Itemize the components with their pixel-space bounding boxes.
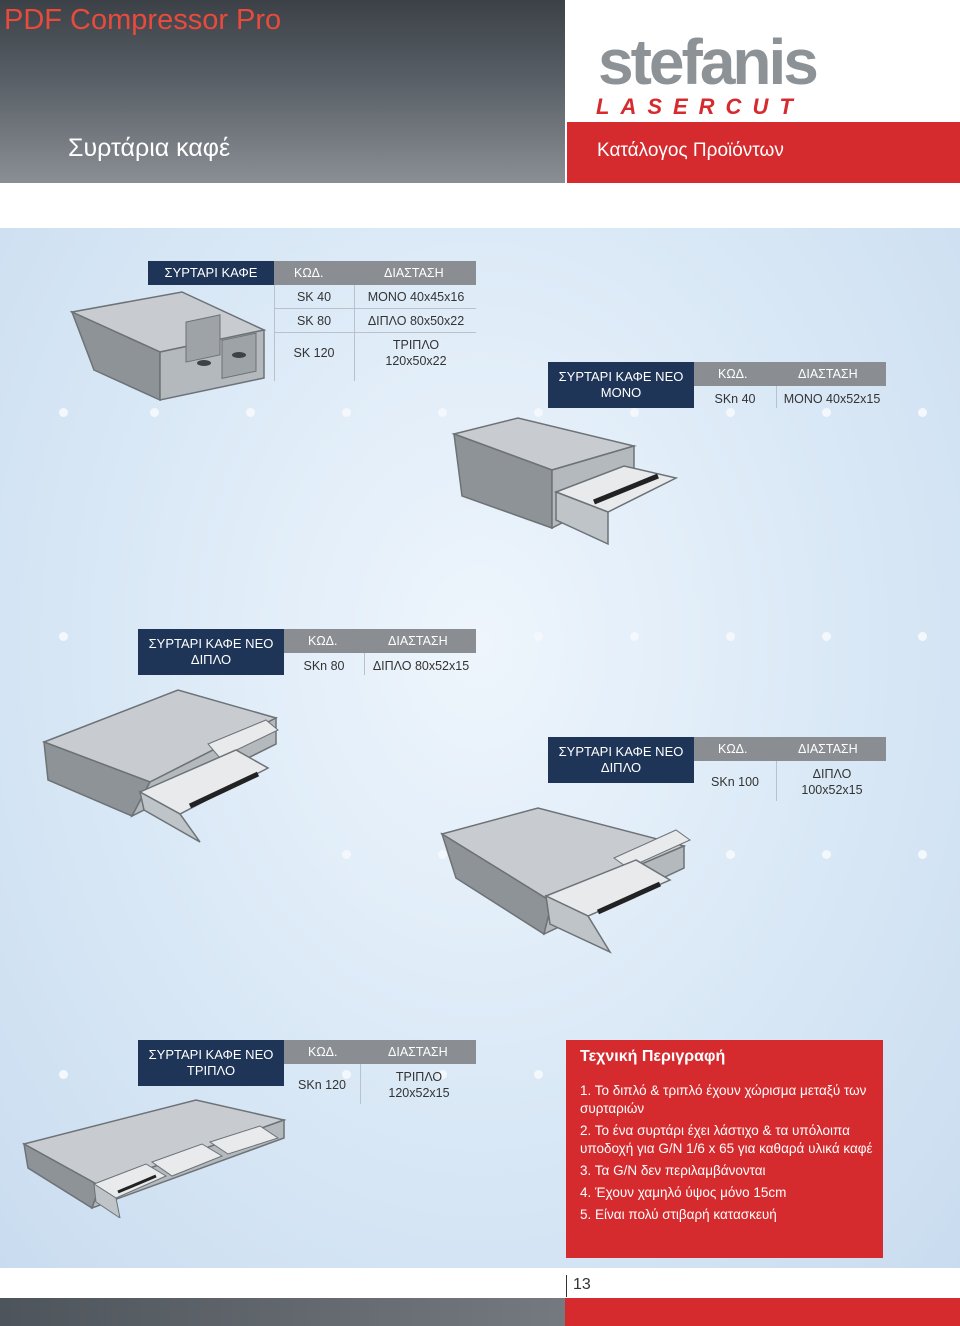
table-header-skn80: ΚΩΔ. ΔΙΑΣΤΑΣΗ — [284, 629, 476, 653]
page-number: 13 — [573, 1276, 591, 1293]
list-item: 1. Το διπλό & τριπλό έχουν χώρισμα μεταξ… — [580, 1083, 867, 1116]
col-code: ΚΩΔ. — [718, 742, 748, 756]
table-cell-code: SK 80 — [296, 314, 332, 328]
table-cell-code: SKn 40 — [714, 392, 756, 406]
footer-red-band — [565, 1298, 960, 1326]
table-header-skn100: ΚΩΔ. ΔΙΑΣΤΑΣΗ — [694, 737, 886, 761]
table-cell-code: SKn 120 — [298, 1078, 346, 1092]
product-image-skn100 — [440, 807, 691, 954]
col-dim: ΔΙΑΣΤΑΣΗ — [388, 634, 448, 648]
table-cell-code: SK 120 — [293, 346, 335, 360]
table-header-skn120: ΚΩΔ. ΔΙΑΣΤΑΣΗ — [284, 1040, 476, 1064]
list-item: 3. Τα G/N δεν περιλαμβάνονται — [580, 1163, 766, 1178]
list-item: 5. Είναι πολύ στιβαρή κατασκευή — [580, 1207, 777, 1222]
table-cell-code: SKn 100 — [711, 775, 759, 789]
table-header-sk: ΚΩΔ. ΔΙΑΣΤΑΣΗ — [274, 261, 476, 285]
table-cell-dim: ΜΟΝΟ 40x45x16 — [367, 290, 465, 304]
col-code: ΚΩΔ. — [294, 266, 324, 280]
stefanis-logo: stefanis LASERCUT — [596, 26, 819, 119]
product-image-sk — [69, 291, 267, 402]
table-cell-code: SKn 80 — [303, 659, 345, 673]
table-cell-code: SK 40 — [296, 290, 332, 304]
technical-description-list: 1. Το διπλό & τριπλό έχουν χώρισμα μεταξ… — [580, 1082, 875, 1228]
page-title: Συρτάρια καφέ — [68, 134, 231, 162]
col-code: ΚΩΔ. — [308, 1045, 338, 1059]
product-image-skn120 — [21, 1099, 287, 1218]
catalog-title: Κατάλογος Προϊόντων — [597, 140, 784, 161]
list-item: 2. Το ένα συρτάρι έχει λάστιχο & τα υπόλ… — [580, 1123, 873, 1156]
watermark-text: PDF Compressor Pro — [4, 4, 282, 36]
decor-dots — [0, 632, 960, 641]
header-red-band — [567, 122, 960, 183]
technical-description-title: Τεχνική Περιγραφή — [580, 1048, 726, 1065]
table-cell-dim: ΜΟΝΟ 40x52x15 — [783, 392, 881, 406]
product-label-sk: ΣΥΡΤΑΡΙ ΚΑΦΕ — [148, 261, 274, 285]
list-item: 4. Έχουν χαμηλό ύψος μόνο 15cm — [580, 1185, 787, 1200]
product-image-skn40 — [451, 417, 679, 546]
col-dim: ΔΙΑΣΤΑΣΗ — [388, 1045, 448, 1059]
table-cell-dim: ΔΙΠΛΟ 80x52x15 — [372, 659, 470, 673]
logo-wordmark: stefanis — [598, 26, 816, 98]
technical-description-box: Τεχνική Περιγραφή 1. Το διπλό & τριπλό έ… — [566, 1040, 883, 1258]
col-dim: ΔΙΑΣΤΑΣΗ — [384, 266, 444, 280]
logo-subtitle: LASERCUT — [596, 94, 804, 119]
header-banner — [0, 0, 565, 183]
col-dim: ΔΙΑΣΤΑΣΗ — [798, 367, 858, 381]
table-cell-dim: ΔΙΠΛΟ 80x50x22 — [367, 314, 465, 328]
decor-dots — [0, 408, 960, 417]
product-image-skn80 — [41, 689, 279, 843]
col-dim: ΔΙΑΣΤΑΣΗ — [798, 742, 858, 756]
page-number-separator — [566, 1275, 567, 1297]
table-header-skn40: ΚΩΔ. ΔΙΑΣΤΑΣΗ — [694, 362, 886, 386]
col-code: ΚΩΔ. — [718, 367, 748, 381]
col-code: ΚΩΔ. — [308, 634, 338, 648]
